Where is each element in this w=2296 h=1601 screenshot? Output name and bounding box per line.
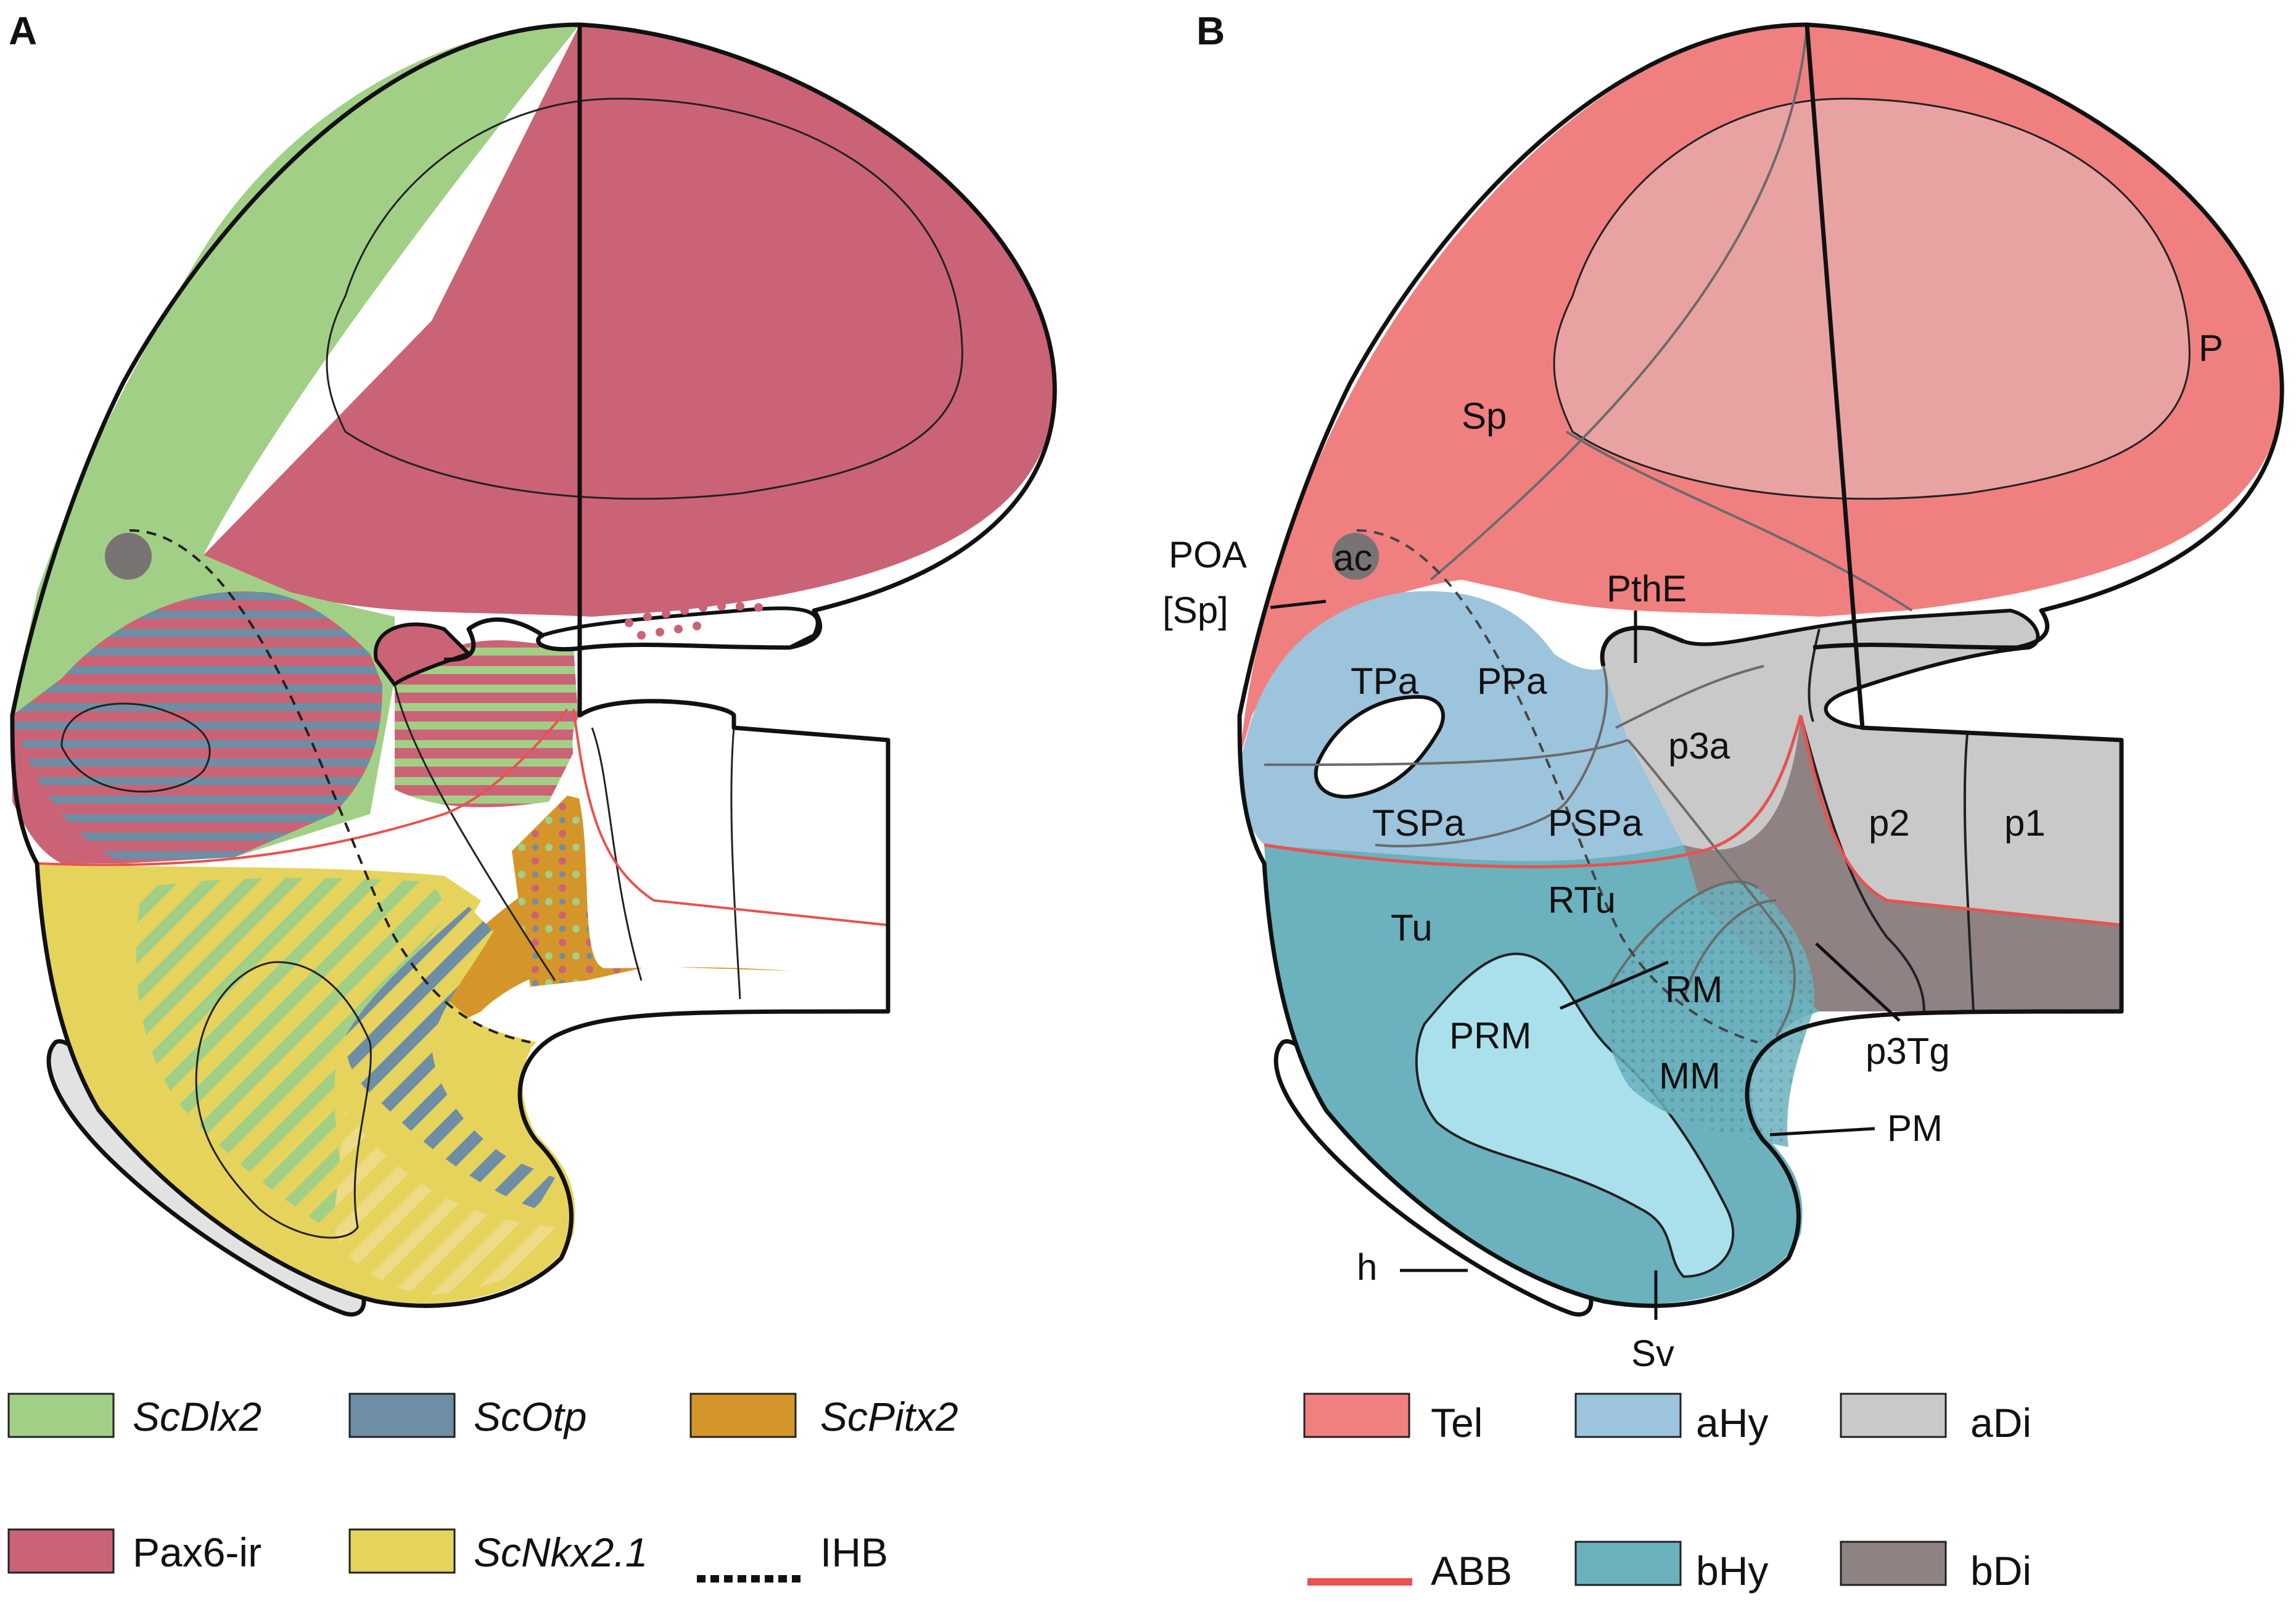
panel-b-commissure-dot [1332, 533, 1379, 580]
label-p2: p2 [1869, 802, 1910, 844]
legend-label-bdi: bDi [1970, 1548, 2031, 1594]
label-p3tg: p3Tg [1866, 1031, 1950, 1072]
legend-swatch-scpitx2 [689, 1393, 797, 1438]
pax6-telencephalon-region [204, 25, 1055, 617]
otp-nkx2-1-striped-region [345, 907, 555, 1209]
label-prm: PRM [1449, 1015, 1531, 1056]
pax6-knob-region [373, 622, 472, 688]
label-p3a: p3a [1668, 725, 1730, 767]
label-tpa: TPa [1351, 661, 1419, 702]
legend-label-abb: ABB [1431, 1548, 1512, 1594]
label-p1: p1 [2004, 802, 2046, 844]
label-ppa: PPa [1477, 661, 1547, 702]
legend-b: Tel aHy aDi ABB bHy bDi [1303, 1393, 2031, 1594]
ihb-dashed-line [129, 529, 531, 1043]
legend-swatch-bhy [1574, 1541, 1682, 1586]
label-p: P [2199, 327, 2223, 369]
legend-label-tel: Tel [1431, 1400, 1483, 1446]
label-poa: POA [1169, 534, 1247, 575]
pax6-scattered-dots [625, 602, 763, 640]
legend-a: ScDlx2 ScOtp ScPitx2 Pax6-ir ScNkx2.1 IH… [7, 1393, 958, 1582]
label-sp-bracket: [Sp] [1162, 590, 1228, 631]
panel-a-ventral-recess [530, 987, 888, 1085]
bhy-light-region [1415, 952, 1735, 1278]
legend-label-ihb: IHB [820, 1529, 888, 1575]
legend-label-scpitx2: ScPitx2 [820, 1394, 958, 1439]
legend-swatch-scdlx2 [7, 1393, 115, 1438]
label-mm: MM [1659, 1055, 1721, 1097]
label-h: h [1357, 1246, 1377, 1288]
legend-label-bhy: bHy [1696, 1548, 1768, 1594]
adi-region [1602, 611, 2121, 925]
panel-b-tpa-hole [1314, 694, 1445, 799]
legend-label-scnkx2-1: ScNkx2.1 [474, 1529, 648, 1575]
legend-swatch-ahy [1574, 1393, 1682, 1438]
panel-b: B [1162, 9, 2284, 1374]
label-sv: Sv [1631, 1333, 1674, 1374]
label-tspa: TSPa [1372, 802, 1465, 844]
legend-swatch-bdi [1840, 1541, 1947, 1586]
label-tu: Tu [1391, 907, 1433, 949]
mammillary-dotted-region [1604, 881, 1814, 1147]
pax6-left-strip [12, 715, 123, 863]
legend-label-ahy: aHy [1696, 1400, 1768, 1446]
panel-b-outline [1237, 22, 2284, 1308]
dlx2-nkx2-1-striped-region [136, 878, 450, 1240]
legend-swatch-pax6 [7, 1528, 115, 1574]
label-sp: Sp [1462, 395, 1507, 437]
legend-swatch-scnkx2-1 [348, 1528, 456, 1574]
abb-boundary-line [1264, 715, 2122, 927]
label-pthe: PthE [1607, 568, 1687, 609]
panel-b-ventricle-lumen [1683, 608, 2040, 730]
label-pm: PM [1887, 1108, 1943, 1149]
legend-label-scotp: ScOtp [474, 1394, 586, 1439]
panel-a-recess [572, 701, 888, 981]
legend-swatch-tel [1303, 1393, 1410, 1438]
panel-a-outline [10, 22, 1057, 1308]
label-rm: RM [1665, 969, 1722, 1010]
legend-label-scdlx2: ScDlx2 [133, 1394, 261, 1439]
legend-label-adi: aDi [1970, 1400, 2031, 1446]
tel-inner-region [1553, 97, 2191, 500]
panel-a: A [9, 9, 1057, 1317]
panel-b-letter: B [1196, 9, 1225, 53]
legend-label-pax6: Pax6-ir [133, 1529, 261, 1575]
label-ac: ac [1333, 537, 1372, 578]
dlx2-pax6-striped-region [395, 640, 580, 807]
panel-a-letter: A [9, 9, 37, 53]
legend-swatch-adi [1840, 1393, 1947, 1438]
nkx2-1-light-striped-region [333, 1110, 555, 1295]
label-rtu: RTu [1548, 879, 1616, 921]
panel-a-commissure-dot [105, 533, 152, 580]
legend-swatch-scotp [348, 1393, 456, 1438]
label-pspa: PSPa [1548, 802, 1643, 844]
